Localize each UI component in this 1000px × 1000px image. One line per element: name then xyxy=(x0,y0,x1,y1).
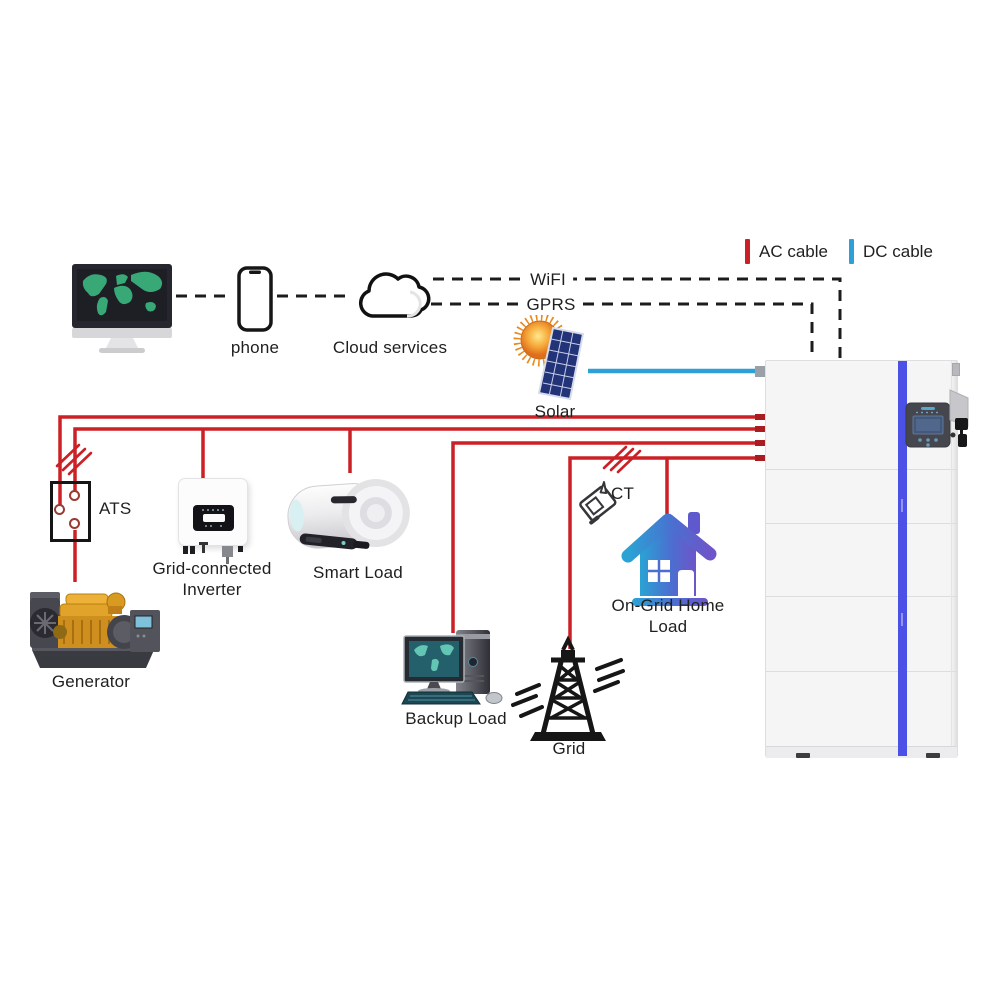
grid-inverter-label: Grid-connected Inverter xyxy=(152,559,272,600)
battery-module-divider xyxy=(766,469,957,470)
wifi-label: WiFI xyxy=(523,269,573,291)
grid-tower-icon xyxy=(511,635,625,741)
ats-terminal xyxy=(69,518,80,529)
cloud-label: Cloud services xyxy=(332,338,448,357)
phone-label: phone xyxy=(230,338,280,357)
legend-dc-label: DC cable xyxy=(863,241,933,261)
solar-panel-icon xyxy=(537,326,585,401)
unit-foot xyxy=(796,753,810,758)
legend-ac-label: AC cable xyxy=(759,241,828,261)
unit-side-seam xyxy=(951,361,952,756)
ats-label: ATS xyxy=(99,499,132,518)
unit-top-connector xyxy=(952,363,960,376)
generator-icon xyxy=(30,592,160,668)
legend-dc: DC cable xyxy=(849,239,933,264)
legend-ac: AC cable xyxy=(745,239,828,264)
monitor-icon xyxy=(72,264,172,353)
smart-load-icon xyxy=(287,479,410,550)
unit-blue-stripe xyxy=(898,361,907,756)
unit-foot xyxy=(926,753,940,758)
home-load-label: On-Grid Home Load xyxy=(611,596,725,637)
phone-icon xyxy=(237,266,273,332)
generator-label: Generator xyxy=(51,672,131,691)
unit-base xyxy=(766,746,957,758)
unit-cable-connectors xyxy=(755,366,766,461)
backup-load-label: Backup Load xyxy=(405,709,507,728)
ac-swatch xyxy=(745,239,750,264)
home-load-icon xyxy=(621,512,717,606)
dc-swatch xyxy=(849,239,854,264)
cable-break-marks xyxy=(55,443,642,476)
ct-icon xyxy=(579,481,617,525)
unit-display-panel xyxy=(905,402,951,448)
ats-terminal xyxy=(69,490,80,501)
grid-inverter-details xyxy=(183,505,243,564)
battery-module-divider xyxy=(766,596,957,597)
ats-terminal xyxy=(54,504,65,515)
ct-label: CT xyxy=(611,484,635,503)
battery-module-divider xyxy=(766,523,957,524)
gprs-label: GPRS xyxy=(519,294,583,316)
cloud-icon xyxy=(359,272,431,318)
grid-label: Grid xyxy=(552,739,586,758)
unit-side-handle xyxy=(949,389,969,447)
battery-module-divider xyxy=(766,671,957,672)
backup-load-icon xyxy=(401,630,503,705)
solar-label: Solar xyxy=(534,402,576,421)
ac-cable-lines xyxy=(58,415,764,649)
ats-box xyxy=(50,481,91,542)
smart-load-label: Smart Load xyxy=(313,563,403,582)
